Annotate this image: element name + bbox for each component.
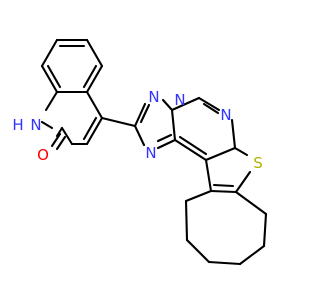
molecule-diagram: H N O N N N N S xyxy=(12,38,268,266)
bond xyxy=(100,116,137,128)
bond xyxy=(161,98,174,112)
bond xyxy=(238,244,266,266)
bond xyxy=(204,158,213,193)
bond xyxy=(209,189,238,194)
bond xyxy=(207,260,242,266)
sulfur-label: S xyxy=(253,154,263,172)
bond xyxy=(85,90,104,120)
oxygen-label: O xyxy=(37,146,49,164)
bond xyxy=(156,133,173,143)
bond xyxy=(55,126,64,138)
bond xyxy=(40,38,59,68)
bond xyxy=(82,116,98,141)
atom-labels: H N O N N N N S xyxy=(12,88,262,172)
bond xyxy=(185,238,211,264)
bond xyxy=(46,64,62,89)
bond xyxy=(178,135,208,156)
bond xyxy=(234,170,252,194)
bond xyxy=(184,199,189,242)
nitrogen-label: N xyxy=(174,91,185,109)
nitrogen-label: N xyxy=(220,106,231,124)
bond xyxy=(212,183,235,188)
bond xyxy=(173,138,208,162)
bond xyxy=(85,64,104,94)
nitrogen-label: N xyxy=(145,144,156,162)
bond xyxy=(133,124,146,147)
bond xyxy=(85,38,104,68)
bond xyxy=(40,64,59,94)
bond xyxy=(170,96,201,112)
bond xyxy=(50,132,62,148)
bond xyxy=(170,108,177,142)
bond xyxy=(233,146,249,157)
bond xyxy=(133,102,147,128)
nitrogen-label: N xyxy=(30,116,41,134)
hydrogen-label: H xyxy=(12,116,23,134)
bond xyxy=(184,189,213,203)
bond xyxy=(55,135,67,151)
bonds xyxy=(40,38,268,266)
bond xyxy=(230,118,237,150)
nitrogen-label: N xyxy=(148,88,159,106)
structure-drawing: H N O N N N N S xyxy=(12,38,268,266)
bond xyxy=(262,212,268,248)
bond xyxy=(44,90,59,112)
bond xyxy=(139,103,151,124)
bond xyxy=(197,96,221,112)
bond xyxy=(82,64,98,89)
bond xyxy=(156,138,177,150)
bond xyxy=(234,190,268,216)
bond xyxy=(40,120,54,130)
bond xyxy=(60,126,74,146)
bond xyxy=(85,116,104,146)
bond xyxy=(202,102,220,115)
bond xyxy=(204,146,237,162)
